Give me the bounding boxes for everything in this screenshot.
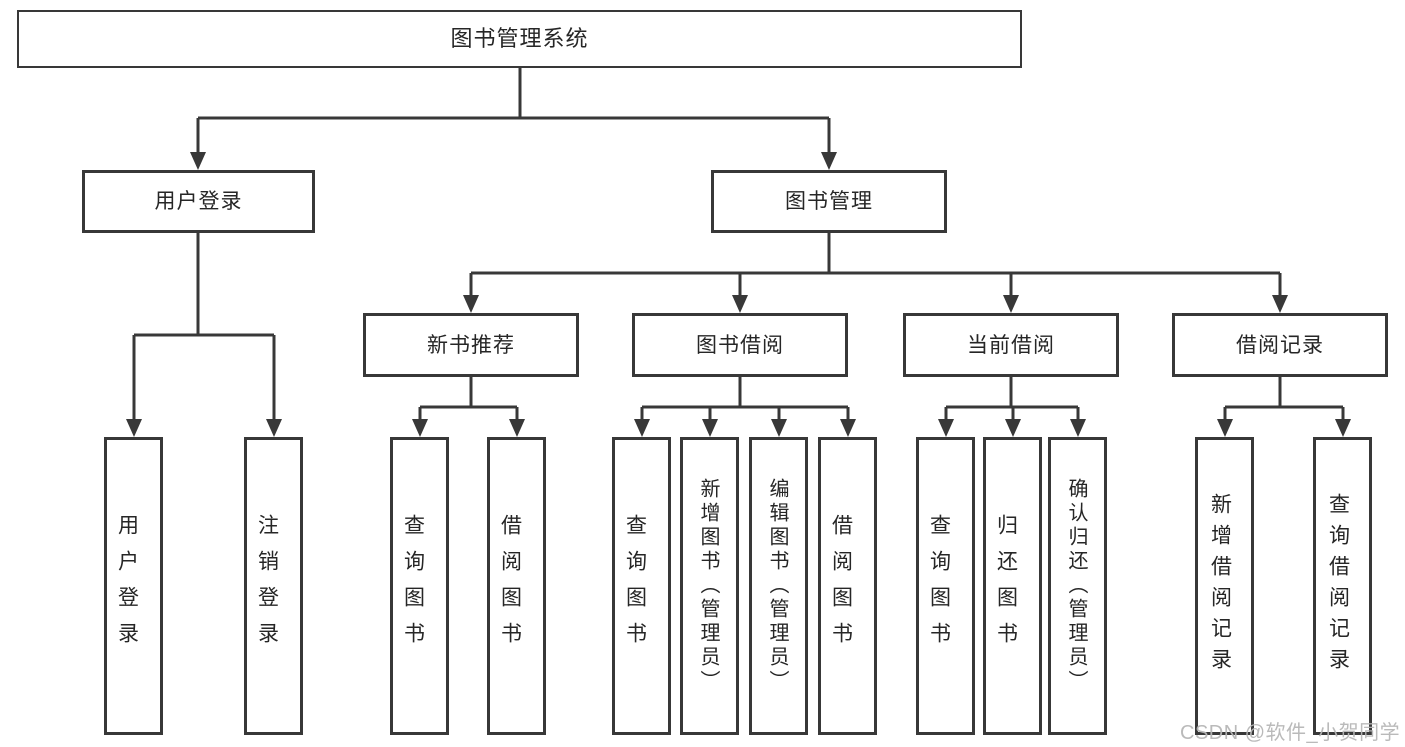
node-add-borrow-record: 新增借阅记录 [1195,437,1254,735]
node-return-books: 归还图书 [983,437,1042,735]
node-user-login: 用户登录 [82,170,315,233]
node-confirm-return-admin: 确认归还（管理员） [1048,437,1107,735]
node-borrowing-records: 借阅记录 [1172,313,1388,377]
node-borrow-books-borrow: 借阅图书 [818,437,877,735]
node-query-books-recommend: 查询图书 [390,437,449,735]
node-borrow-books-recommend: 借阅图书 [487,437,546,735]
node-add-book-admin: 新增图书（管理员） [680,437,739,735]
csdn-watermark: CSDN @软件_小贺同学 [1180,722,1401,744]
node-user-login-action: 用户登录 [104,437,163,735]
node-query-books-borrow: 查询图书 [612,437,671,735]
node-current-borrowing: 当前借阅 [903,313,1119,377]
node-edit-book-admin: 编辑图书（管理员） [749,437,808,735]
node-book-borrowing: 图书借阅 [632,313,848,377]
node-new-book-recommend: 新书推荐 [363,313,579,377]
node-query-borrow-record: 查询借阅记录 [1313,437,1372,735]
node-library-management-system: 图书管理系统 [17,10,1022,68]
node-logout-action: 注销登录 [244,437,303,735]
node-query-books-current: 查询图书 [916,437,975,735]
node-book-management: 图书管理 [711,170,947,233]
